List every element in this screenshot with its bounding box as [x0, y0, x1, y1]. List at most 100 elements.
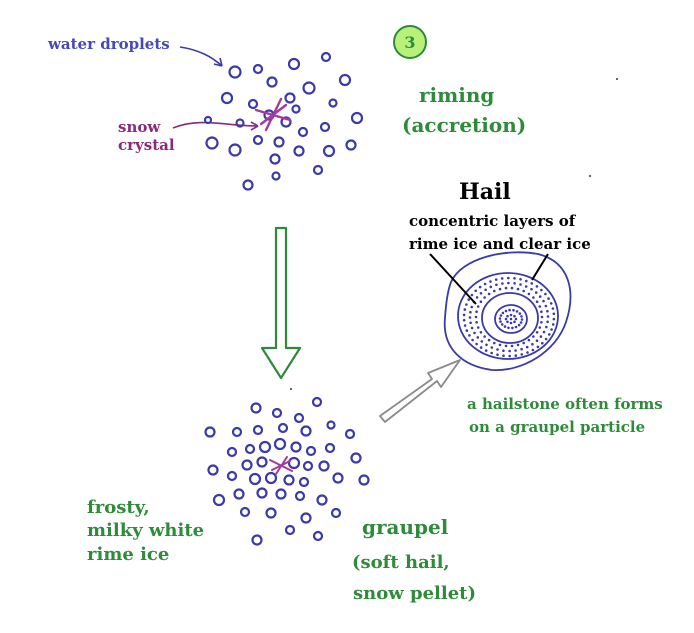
rime-dot — [545, 325, 548, 329]
rime-dot — [503, 325, 507, 328]
rime-dot — [512, 308, 515, 312]
rime-dot — [532, 335, 535, 338]
accretion-label: (accretion) — [402, 113, 527, 137]
rime-dot — [463, 324, 467, 327]
rime-dot — [463, 308, 467, 311]
rime-dot — [549, 302, 553, 305]
frosty-label-line3: rime ice — [87, 544, 170, 565]
rime-dot — [541, 341, 544, 345]
hail-rime-ring — [457, 272, 559, 360]
rime-dot — [467, 298, 471, 301]
rime-dot — [476, 336, 480, 339]
rime-dot — [535, 339, 539, 343]
rime-dot — [501, 282, 504, 285]
rime-dot — [504, 317, 508, 321]
rime-dot — [499, 320, 502, 323]
water-droplets-pointer — [179, 46, 223, 67]
rime-dot — [509, 321, 513, 325]
rime-dot — [480, 340, 484, 343]
rime-dot — [504, 309, 508, 313]
water-droplets-label: water droplets — [48, 35, 170, 53]
hail-outer-layer — [443, 251, 572, 371]
rime-dot — [552, 317, 556, 321]
snow-crystal-label-line2: crystal — [118, 136, 175, 154]
rime-dot — [462, 313, 466, 317]
rime-dot — [465, 303, 468, 306]
rime-dot — [471, 338, 474, 342]
rime-dot — [478, 285, 482, 289]
rime-dot — [547, 297, 550, 300]
rime-dot — [519, 321, 523, 324]
rime-dot — [499, 314, 503, 317]
rime-dot — [510, 286, 514, 290]
hail-core — [494, 304, 528, 334]
snow-crystal-pointer — [172, 121, 259, 129]
rime-dot — [531, 342, 534, 346]
rime-dot — [520, 315, 523, 318]
rime-dot — [514, 354, 518, 357]
rime-dot — [501, 311, 505, 315]
rime-dot — [538, 326, 542, 329]
rime-dot — [507, 326, 510, 330]
rime-dot — [546, 309, 549, 313]
rime-dot — [530, 282, 534, 285]
rime-dot — [519, 278, 522, 281]
rime-dot — [513, 282, 516, 285]
rime-dot — [475, 296, 479, 299]
rime-dot — [550, 328, 553, 331]
rime-dot — [502, 349, 505, 353]
rime-dot — [535, 285, 539, 288]
rime-dot — [468, 316, 472, 319]
rime-dot — [493, 289, 496, 293]
rime-dot — [470, 293, 474, 297]
rime-dot — [496, 353, 499, 357]
rime-dot — [514, 317, 518, 321]
rime-dot — [498, 317, 502, 320]
rime-dot — [520, 353, 524, 356]
rime-dot — [487, 292, 491, 296]
hail-callout-rime — [429, 253, 477, 305]
graupel-alias-line1: (soft hail, — [352, 552, 450, 573]
rime-dot — [475, 342, 478, 346]
rime-dot — [475, 321, 478, 324]
snow-crystal-label-line1: snow — [118, 118, 161, 136]
rime-dot — [538, 295, 542, 298]
snow-crystal-upper — [254, 97, 292, 132]
rime-dot — [504, 286, 508, 290]
rime-dot — [490, 351, 494, 355]
hail-clear-ring — [481, 292, 539, 344]
rime-dot — [507, 276, 510, 280]
rime-dot — [508, 349, 511, 353]
rime-dot — [476, 326, 480, 329]
rime-dot — [468, 334, 471, 337]
rime-dot — [479, 346, 483, 349]
rime-dot — [508, 354, 512, 358]
rime-dot — [544, 337, 548, 341]
rime-dot — [551, 323, 555, 326]
water-droplets-pointer-head — [213, 57, 223, 67]
rime-dot — [500, 323, 504, 326]
rime-dot — [469, 321, 472, 325]
rime-dot — [498, 343, 502, 347]
step-number-badge: 3 — [393, 25, 427, 59]
rime-dot — [544, 292, 547, 296]
rime-dot — [474, 289, 478, 293]
rime-dot — [498, 287, 502, 291]
gray-diagonal-arrow — [379, 359, 461, 423]
rime-dot — [514, 349, 517, 352]
graupel-alias-line2: snow pellet) — [353, 583, 476, 604]
rime-dot — [489, 285, 493, 289]
rime-dot — [539, 335, 543, 338]
rime-dot — [479, 300, 483, 304]
rime-dot — [473, 331, 476, 335]
rime-dot — [526, 351, 529, 354]
rime-dot — [516, 287, 520, 291]
rime-dot — [509, 317, 513, 321]
hail-description-line1: concentric layers of — [409, 212, 576, 230]
speck — [589, 175, 591, 177]
rime-dot — [540, 315, 544, 319]
rime-dot — [507, 281, 510, 285]
rime-dot — [525, 345, 529, 349]
rime-dot — [520, 347, 523, 351]
